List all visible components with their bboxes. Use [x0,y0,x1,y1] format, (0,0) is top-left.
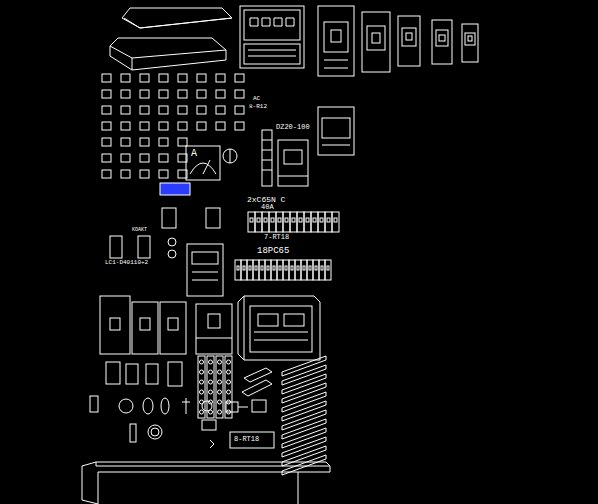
part-label: 7-RT18 [263,234,290,241]
part-label: 8-RT18 [233,436,260,443]
part-label: A [190,149,198,159]
part-label: LC1-D40110+2 [104,260,149,266]
part-label: 40A [260,204,275,211]
part-label: KOAKT [131,228,148,233]
part-label: 8-R12 [248,104,268,110]
part-label: 2xC65N C [246,196,286,204]
part-label: 18PC65 [256,247,290,256]
part-label: AC [252,96,261,102]
part-label: DZ20-100 [275,124,311,131]
